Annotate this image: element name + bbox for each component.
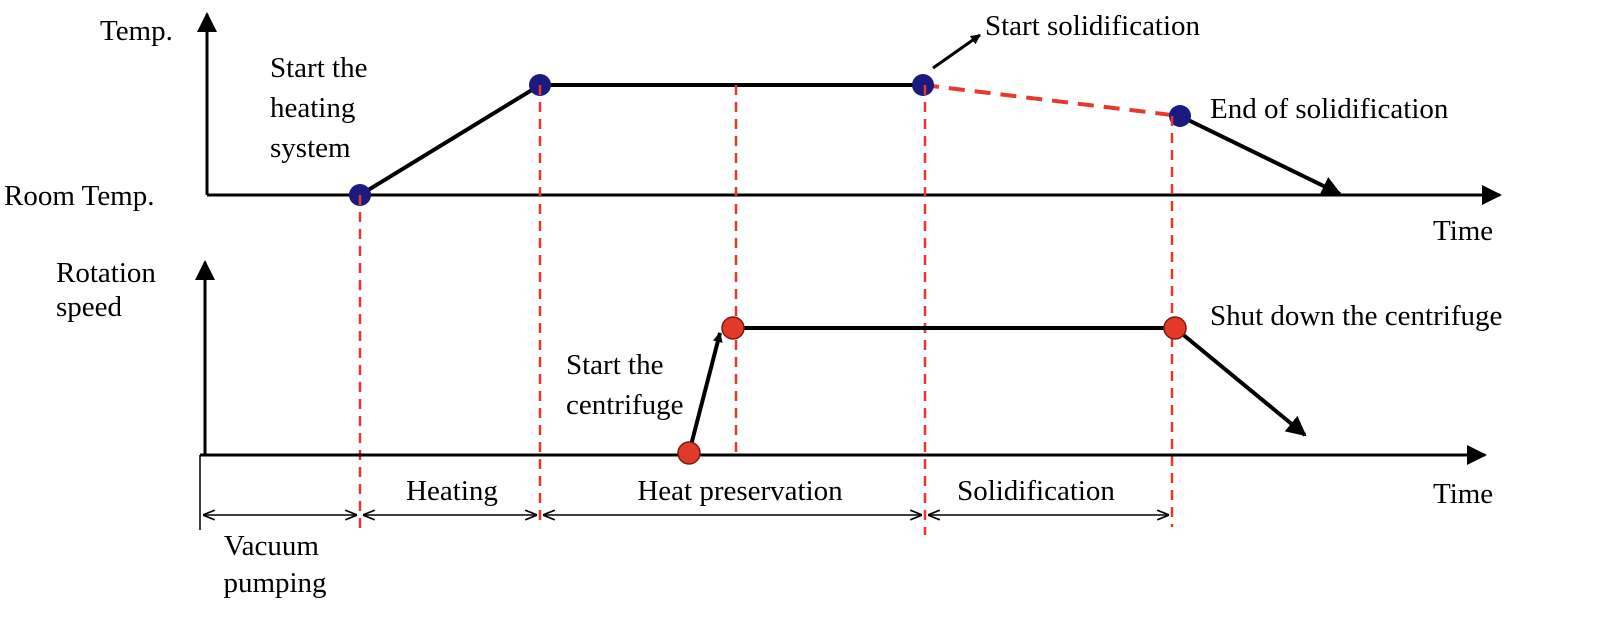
room-temp-label: Room Temp. <box>4 180 155 212</box>
start-solidification-arrow <box>932 33 981 70</box>
temp-y-axis-label: Temp. <box>100 15 173 47</box>
centrifuge-shutdown-point <box>1163 316 1187 340</box>
start-solidification-annotation: Start solidification <box>985 10 1201 42</box>
temperature-plot: Temp. Room Temp. Time Start the heating … <box>4 10 1502 247</box>
stage-label-vacuum-line-1: Vacuum <box>224 530 319 562</box>
start-centrifuge-annotation: Start the centrifuge <box>566 349 684 421</box>
start-heating-line-3: system <box>270 132 351 164</box>
speed-rampdown-arrow <box>1173 326 1307 437</box>
solidification-start-point <box>912 74 934 96</box>
stage-label-heat-preservation: Heat preservation <box>637 475 843 507</box>
centrifuge-start-point <box>677 441 701 465</box>
stage-label-vacuum-pumping: Vacuum pumping <box>223 530 326 599</box>
start-centrifuge-line-2: centrifuge <box>566 389 684 421</box>
speed-y-axis-label-line-2: speed <box>56 291 123 323</box>
stage-label-vacuum-line-2: pumping <box>223 567 326 599</box>
solidification-end-point <box>1169 105 1191 127</box>
start-heating-line-2: heating <box>270 92 355 124</box>
speed-x-axis-label: Time <box>1433 478 1493 510</box>
temperature-cooling-line <box>922 83 1181 118</box>
speed-y-axis-label: Rotation speed <box>56 257 163 323</box>
stage-label-heating: Heating <box>406 475 498 507</box>
temperature-cooldown-arrow <box>1179 114 1342 196</box>
phase-dividers <box>358 85 1174 535</box>
stage-label-solidification: Solidification <box>957 475 1115 507</box>
start-heating-line-1: Start the <box>270 52 367 84</box>
start-heating-annotation: Start the heating system <box>270 52 375 164</box>
temp-x-axis-label: Time <box>1433 215 1493 247</box>
start-centrifuge-line-1: Start the <box>566 349 663 381</box>
centrifuge-full-speed-point <box>721 316 745 340</box>
centrifuge-ramp-line <box>687 332 723 454</box>
temperature-curve <box>358 83 923 197</box>
stage-bar: Vacuum pumping Heating Heat preservation… <box>199 455 1168 599</box>
speed-plot: Rotation speed Time Start the centrifuge… <box>56 257 1502 510</box>
speed-y-axis-label-line-1: Rotation <box>56 257 156 289</box>
shut-down-centrifuge-annotation: Shut down the centrifuge <box>1210 300 1502 332</box>
end-solidification-annotation: End of solidification <box>1210 93 1449 125</box>
